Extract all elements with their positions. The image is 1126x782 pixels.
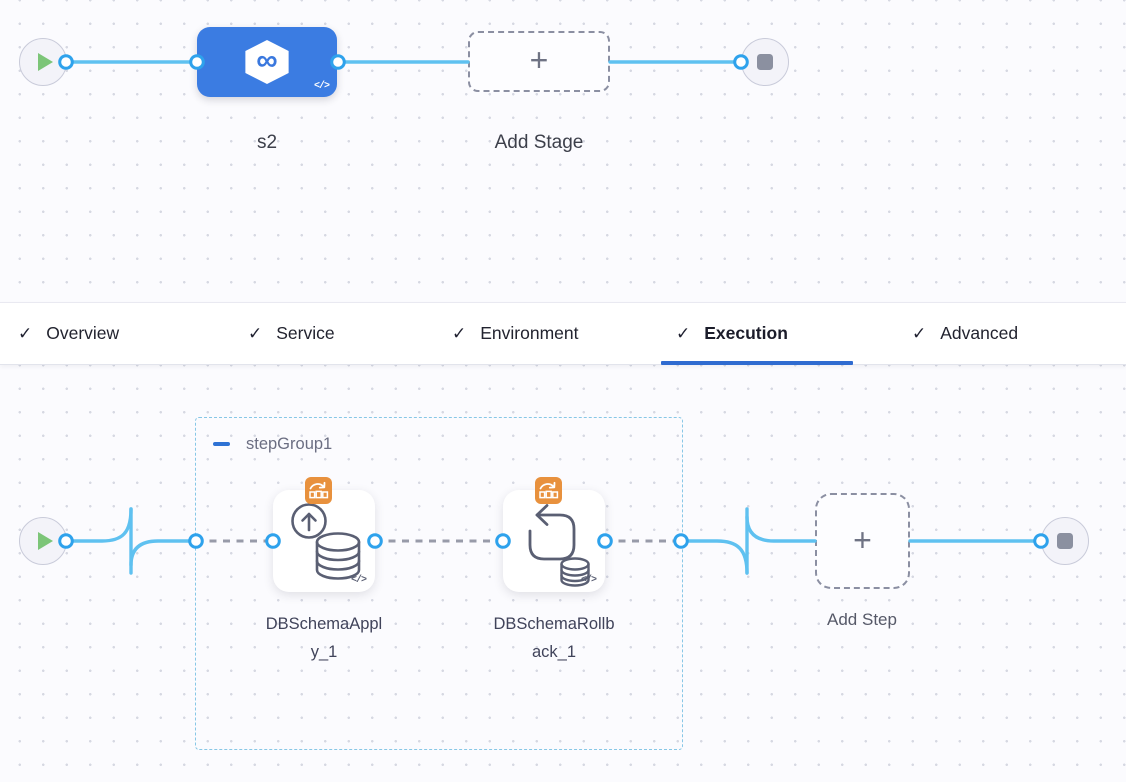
stage-graph-canvas[interactable]: ∞ </> s2 + Add Stage: [0, 0, 1126, 301]
tab-label: Overview: [46, 323, 120, 343]
stage-node-s2[interactable]: ∞ </>: [197, 27, 337, 97]
tab-environment[interactable]: ✓ Environment: [452, 303, 579, 364]
check-icon: ✓: [912, 323, 927, 343]
step-label-dbschemaapply: DBSchemaAppl y_1: [265, 615, 383, 661]
execution-end-node: [1041, 517, 1089, 565]
execution-start-node: [19, 517, 67, 565]
check-icon: ✓: [248, 323, 263, 343]
step-group-name[interactable]: stepGroup1: [246, 435, 333, 453]
check-icon: ✓: [452, 323, 467, 343]
tab-execution[interactable]: ✓ Execution: [676, 303, 788, 364]
add-stage-button[interactable]: +: [468, 31, 610, 92]
aws-sam-badge-icon: [305, 477, 332, 504]
connector-curve: [64, 507, 133, 543]
check-icon: ✓: [676, 323, 691, 343]
stage-config-tabs: ✓ Overview ✓ Service ✓ Environment ✓ Executi…: [0, 302, 1126, 365]
step-node-dbschemarollback[interactable]: </>: [503, 477, 605, 592]
badge-glyph: [309, 481, 329, 499]
infinity-glyph: ∞: [256, 43, 278, 77]
pipeline-end-node: [741, 38, 789, 86]
add-stage-label: Add Stage: [494, 132, 584, 153]
stage-name-label: s2: [256, 132, 278, 153]
code-icon: </>: [580, 575, 597, 586]
db-schema-rollback-icon: [528, 504, 590, 587]
add-step-button[interactable]: +: [815, 493, 910, 589]
tab-service[interactable]: ✓ Service: [248, 303, 335, 364]
tab-overview[interactable]: ✓ Overview: [18, 303, 119, 364]
tab-advanced[interactable]: ✓ Advanced: [912, 303, 1018, 364]
step-group-container: [195, 417, 683, 750]
active-tab-underline: [661, 361, 853, 365]
step-group-collapse-button[interactable]: [213, 436, 233, 452]
check-icon: ✓: [18, 323, 33, 343]
add-step-label: Add Step: [827, 610, 897, 629]
plus-icon: +: [529, 42, 549, 78]
connector-curve: [745, 515, 817, 543]
play-icon: [37, 53, 53, 71]
tab-label: Advanced: [940, 323, 1019, 343]
code-icon: </>: [313, 81, 330, 92]
stop-icon: [757, 54, 773, 70]
stop-icon: [1057, 533, 1073, 549]
play-icon: [37, 532, 53, 550]
tab-label: Service: [276, 323, 335, 343]
db-schema-apply-icon: [291, 503, 361, 580]
aws-sam-badge-icon: [535, 477, 562, 504]
execution-graph-canvas[interactable]: stepGroup1 </> D: [0, 365, 1126, 782]
connector-curve: [129, 539, 198, 567]
badge-glyph: [539, 481, 559, 499]
step-label-dbschemarollback: DBSchemaRollb ack_1: [493, 615, 615, 661]
tab-label: Execution: [704, 323, 788, 343]
plus-icon: +: [853, 521, 872, 558]
code-icon: </>: [350, 575, 367, 586]
minus-icon: [213, 442, 230, 446]
harness-stage-icon: ∞: [245, 40, 289, 84]
step-node-dbschemaapply[interactable]: </>: [273, 477, 375, 592]
tab-label: Environment: [480, 323, 579, 343]
pipeline-start-node: [19, 38, 67, 86]
connector-curve: [679, 539, 749, 575]
